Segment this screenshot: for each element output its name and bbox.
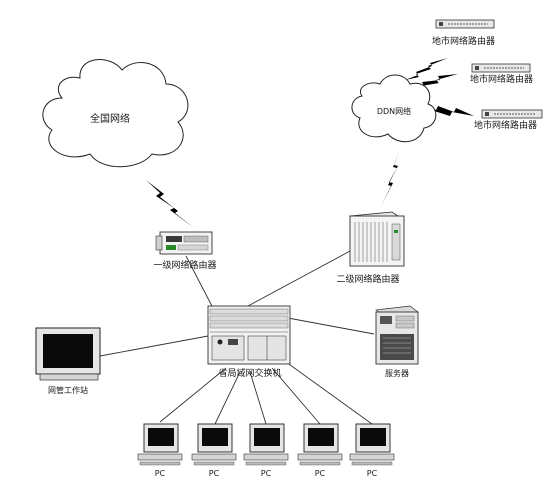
- link-switch-to-pc2: [214, 371, 241, 425]
- switch-chassis-icon: [207, 305, 291, 365]
- link-switch-to-pc3: [249, 371, 267, 425]
- pc-4: PC: [297, 423, 343, 478]
- server: 服务器: [375, 305, 419, 378]
- workstation: 网管工作站: [35, 327, 101, 395]
- pc-icon: [191, 423, 237, 466]
- city-router-3: 地市网络路由器: [474, 109, 543, 131]
- pc-3-label: PC: [261, 469, 272, 478]
- lightning-links: [146, 58, 474, 228]
- computer-monitor-icon: [35, 327, 101, 381]
- pc-5-label: PC: [367, 469, 378, 478]
- lightning-ddn-to-city3: [422, 104, 474, 116]
- lan-switch-label: 省局域网交换机: [218, 367, 281, 379]
- pc-icon: [137, 423, 183, 466]
- national-network-label: 全国网络: [90, 112, 130, 125]
- rack-router-icon: [471, 63, 531, 73]
- rack-router-icon: [435, 19, 495, 29]
- pc-icon: [297, 423, 343, 466]
- ddn-network-cloud: DDN网络: [351, 74, 437, 143]
- router-cabinet-icon: [348, 211, 406, 267]
- pc-icon: [243, 423, 289, 466]
- city-router-1: 地市网络路由器: [432, 19, 495, 47]
- link-switch-to-workstation: [99, 335, 209, 357]
- pc-1: PC: [137, 423, 183, 478]
- rack-router-icon: [481, 109, 543, 119]
- server-label: 服务器: [385, 368, 409, 378]
- city-router-2-label: 地市网络路由器: [470, 73, 533, 85]
- city-router-2: 地市网络路由器: [470, 63, 533, 85]
- link-switch-to-pc1: [159, 367, 227, 423]
- link-switch-to-pc4: [271, 367, 321, 425]
- level2-router: 二级网络路由器: [336, 211, 406, 285]
- level1-router: 一级网络路由器: [153, 231, 217, 271]
- city-router-3-label: 地市网络路由器: [474, 119, 537, 131]
- link-switch-to-level2: [247, 249, 353, 307]
- link-switch-to-pc5: [285, 361, 373, 425]
- server-tower-icon: [375, 305, 419, 365]
- national-network-cloud: 全国网络: [42, 59, 189, 168]
- pc-1-label: PC: [155, 469, 166, 478]
- lightning-ddn-to-city1: [405, 58, 448, 80]
- pc-2: PC: [191, 423, 237, 478]
- workstation-label: 网管工作站: [48, 385, 88, 395]
- lightning-national-to-level1: [146, 180, 194, 228]
- pc-3: PC: [243, 423, 289, 478]
- lan-switch: 省局域网交换机: [207, 305, 291, 379]
- connection-lines: [99, 249, 375, 425]
- lightning-ddn-to-level2: [381, 150, 400, 206]
- pc-2-label: PC: [209, 469, 220, 478]
- ddn-network-label: DDN网络: [377, 106, 411, 116]
- link-level1-to-switch: [185, 255, 215, 311]
- link-switch-to-server: [287, 317, 375, 335]
- city-router-1-label: 地市网络路由器: [432, 35, 495, 47]
- pc-4-label: PC: [315, 469, 326, 478]
- pc-5: PC: [349, 423, 395, 478]
- level2-router-label: 二级网络路由器: [336, 273, 399, 285]
- level1-router-label: 一级网络路由器: [153, 259, 216, 271]
- router-chassis-icon: [155, 231, 213, 255]
- pc-icon: [349, 423, 395, 466]
